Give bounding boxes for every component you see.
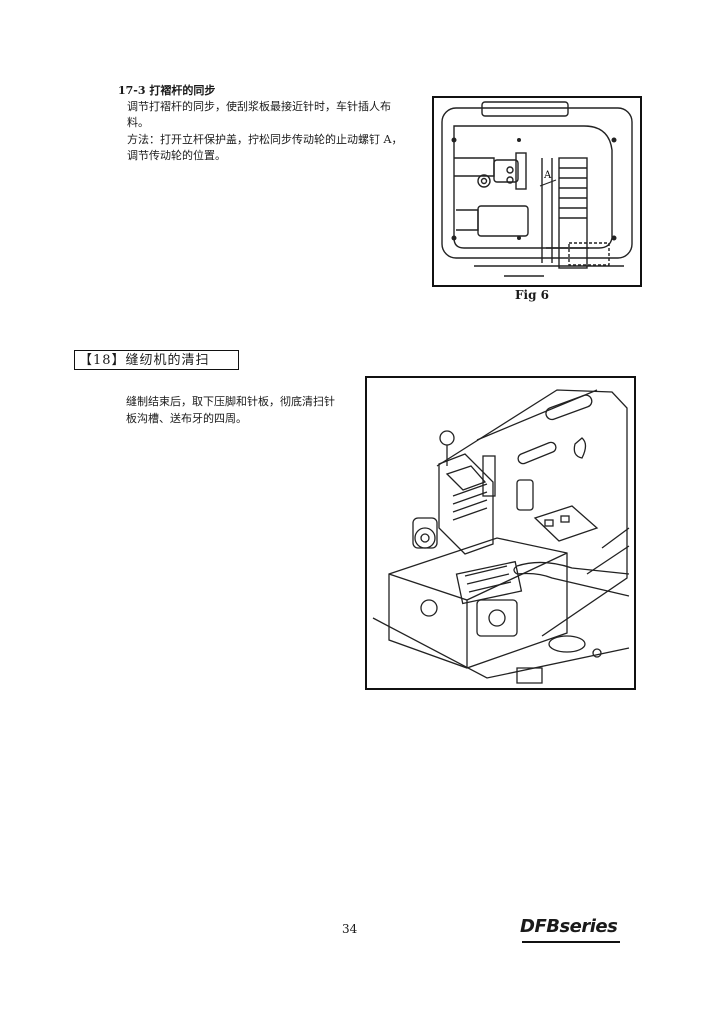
figure-6-caption: Fig 6 — [515, 288, 549, 302]
section-17-3-title: 17-3 打褶杆的同步 — [118, 84, 216, 97]
brand-logo: DFBseries — [520, 916, 618, 937]
figure-6-label-a: A — [543, 170, 552, 181]
section-18-heading: 【18】缝纫机的清扫 — [74, 350, 239, 370]
text-line: 料。 — [127, 116, 149, 129]
figure-6-illustration: A — [432, 96, 642, 287]
text-line: 调节打褶杆的同步，使刮浆板最接近针时，车针插人布 — [127, 100, 391, 113]
section-17-3-method: 方法：打开立杆保护盖，拧松同步传动轮的止动螺钉 A， — [127, 133, 403, 146]
section-17-3-method-cont: 调节传动轮的位置。 — [127, 149, 226, 162]
section-17-3-text: 调节打褶杆的同步，使刮浆板最接近针时，车针插人布 料。 — [127, 99, 427, 131]
text-line: 板沟槽、送布牙的四周。 — [126, 412, 247, 425]
page-number: 34 — [342, 922, 358, 936]
brand-underline — [522, 941, 620, 943]
section-18-text: 缝制结束后，取下压脚和针板，彻底清扫针 板沟槽、送布牙的四周。 — [126, 393, 356, 427]
sewing-machine-cleaning-illustration — [365, 376, 636, 690]
text-line: 缝制结束后，取下压脚和针板，彻底清扫针 — [126, 395, 335, 408]
